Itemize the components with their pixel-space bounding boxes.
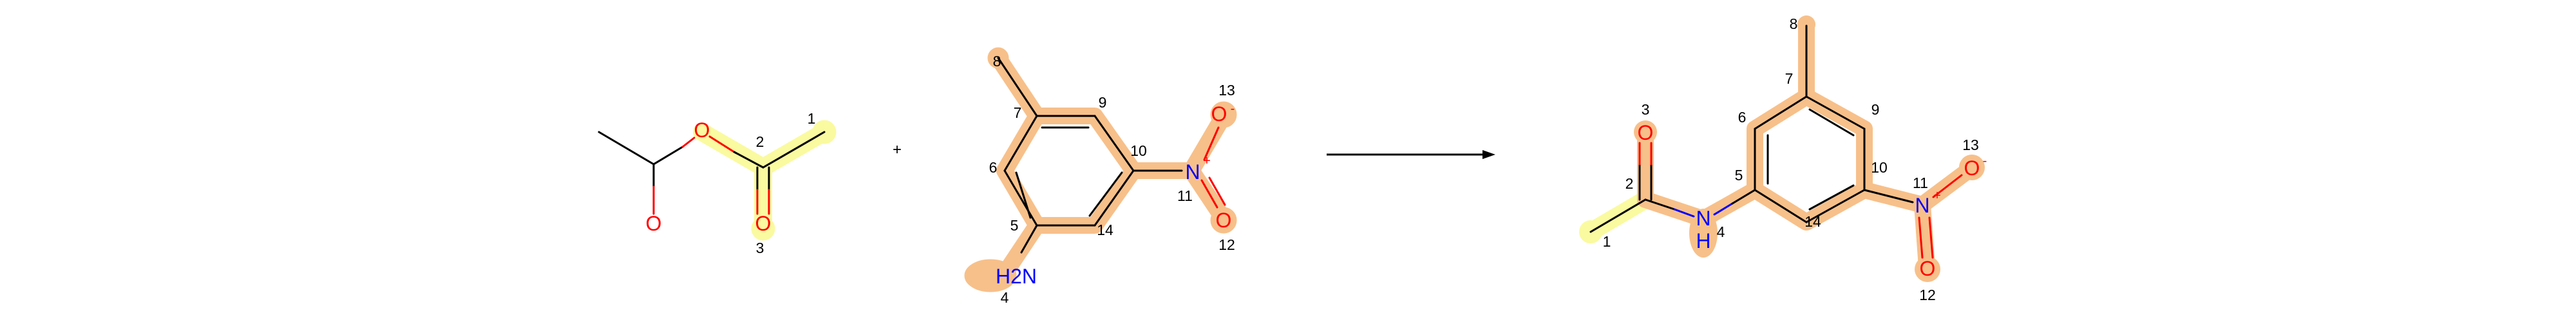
r2-map-number-14: 14 xyxy=(1097,222,1113,238)
p-map-number-1: 1 xyxy=(1603,233,1611,250)
plus-sign: + xyxy=(893,141,902,158)
p-amide-hydrogen: H xyxy=(1696,229,1710,252)
p-map-number-3: 3 xyxy=(1642,101,1650,118)
p-nitro-oxygen-minus: O xyxy=(1964,156,1980,180)
p-map-number-7: 7 xyxy=(1785,70,1794,87)
p-amide-oxygen: O xyxy=(1638,121,1654,144)
r2-map-number-12: 12 xyxy=(1218,236,1235,253)
reactant-acetic-anhydride: O O O 1 2 3 xyxy=(598,110,837,256)
product-bonds xyxy=(1589,24,1963,259)
p-map-number-4: 4 xyxy=(1717,223,1725,240)
p-map-number-11: 11 xyxy=(1913,175,1928,191)
r2-map-number-9: 9 xyxy=(1099,94,1107,111)
p-map-number-2: 2 xyxy=(1625,175,1634,192)
p-map-number-12: 12 xyxy=(1919,287,1936,303)
r2-nitro-nitrogen-charge: + xyxy=(1203,154,1211,168)
r1-carbonyl-oxygen-right: O xyxy=(755,212,772,235)
p-map-number-9: 9 xyxy=(1871,101,1880,118)
p-amide-nitrogen: N xyxy=(1696,207,1710,230)
r2-amine-group: H2N xyxy=(996,265,1037,288)
r2-map-number-5: 5 xyxy=(1010,217,1019,234)
r1-carbonyl-oxygen-left: O xyxy=(646,212,662,235)
r2-nitro-oxygen-minus-charge: - xyxy=(1231,102,1235,116)
r2-map-number-6: 6 xyxy=(989,159,998,176)
r2-map-number-4: 4 xyxy=(1001,289,1009,306)
p-map-number-14: 14 xyxy=(1804,213,1821,230)
product-acetamide: O N H N + O - O 1 2 3 4 5 6 7 8 9 10 11 … xyxy=(1579,15,1987,303)
reactant2-bonds xyxy=(997,57,1226,254)
p-map-number-10: 10 xyxy=(1871,159,1888,176)
p-nitro-nitrogen: N xyxy=(1915,194,1929,217)
r2-map-number-7: 7 xyxy=(1014,104,1022,121)
p-map-number-13: 13 xyxy=(1962,137,1979,153)
p-map-number-8: 8 xyxy=(1790,15,1798,32)
r1-map-number-2: 2 xyxy=(756,133,764,150)
r1-map-number-3: 3 xyxy=(756,240,764,256)
r1-ester-oxygen: O xyxy=(694,118,710,142)
p-nitro-oxygen: O xyxy=(1920,257,1936,280)
r2-nitro-nitrogen: N xyxy=(1185,160,1200,184)
r2-map-number-11: 11 xyxy=(1177,187,1193,204)
r1-map-number-1: 1 xyxy=(808,110,816,127)
p-nitro-nitrogen-charge: + xyxy=(1933,189,1941,203)
r2-nitro-oxygen: O xyxy=(1216,209,1232,232)
reactant-methyl-nitroaniline: N + O - O H2N 8 7 9 10 6 5 14 11 13 12 4 xyxy=(964,47,1237,306)
r2-map-number-13: 13 xyxy=(1218,82,1235,99)
r2-map-number-10: 10 xyxy=(1130,142,1147,159)
reactant1-bonds xyxy=(598,131,826,215)
r2-nitro-oxygen-minus: O xyxy=(1211,102,1227,126)
p-nitro-oxygen-minus-charge: - xyxy=(1983,154,1987,168)
reaction-arrow xyxy=(1327,150,1495,159)
p-map-number-6: 6 xyxy=(1738,109,1747,126)
r2-map-number-8: 8 xyxy=(993,53,1001,70)
p-map-number-5: 5 xyxy=(1735,167,1743,184)
